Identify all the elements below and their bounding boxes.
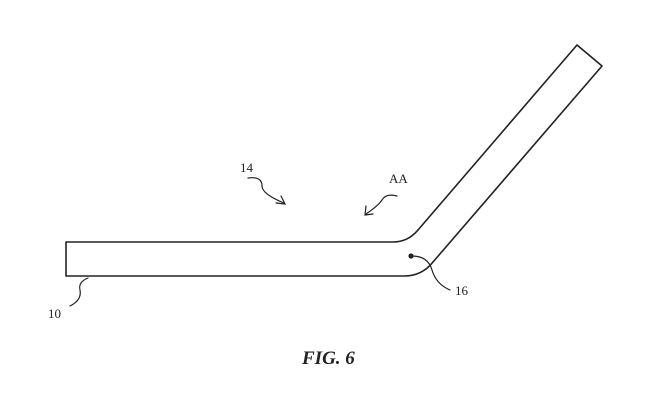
leader-line-10	[69, 277, 89, 307]
arrow-14	[247, 177, 285, 204]
label-16: 16	[455, 283, 469, 298]
figure-caption: FIG. 6	[301, 348, 355, 369]
label-14: 14	[240, 160, 254, 175]
arrow-aa	[365, 194, 398, 215]
label-10: 10	[48, 306, 61, 321]
arrow-14-head	[275, 195, 287, 205]
leader-line-16	[411, 255, 451, 291]
label-aa: AA	[389, 171, 408, 186]
arrow-aa-head	[364, 205, 374, 216]
bent-substrate-outline	[65, 44, 603, 277]
bend-point-16	[408, 253, 414, 259]
